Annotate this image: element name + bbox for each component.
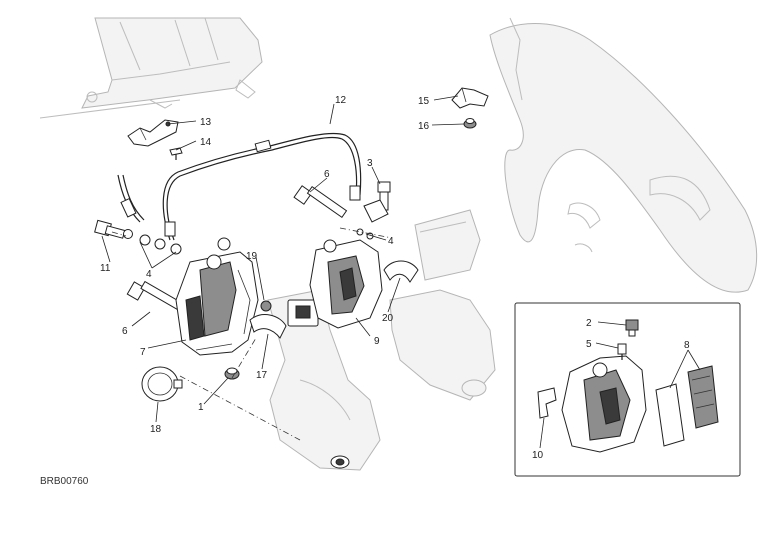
brake-hose-12 <box>117 132 362 241</box>
callout-14: 14 <box>200 137 212 148</box>
callout-9: 9 <box>374 336 380 347</box>
callout-17: 17 <box>256 370 268 381</box>
callout-4-left: 4 <box>146 269 152 280</box>
callout-7: 7 <box>140 347 146 358</box>
front-mudguard <box>489 17 758 293</box>
caliper-bolt-6-left <box>126 280 184 312</box>
callout-12: 12 <box>335 95 347 106</box>
assembly-axis-lines <box>111 227 393 441</box>
screw-14 <box>169 147 183 160</box>
callout-16: 16 <box>418 121 430 132</box>
callout-8: 8 <box>684 340 690 351</box>
frame-steering-head <box>39 17 263 119</box>
banjo-bolt-3 <box>363 181 391 223</box>
callout-3: 3 <box>367 158 373 169</box>
callout-6-right: 6 <box>324 169 330 180</box>
detail-inset <box>514 302 741 477</box>
spacer-19 <box>260 300 272 312</box>
hose-guide-20 <box>383 260 419 283</box>
callout-6-left: 6 <box>122 326 128 337</box>
hose-clip-15 <box>451 87 489 109</box>
callout-15: 15 <box>418 96 430 107</box>
leader-lines <box>101 95 701 449</box>
callout-5: 5 <box>586 339 592 350</box>
cover-cap-18 <box>141 366 183 402</box>
callout-10: 10 <box>532 450 544 461</box>
callout-11: 11 <box>100 263 111 274</box>
hose-guide-17 <box>249 314 287 339</box>
right-fork-tube <box>389 209 496 401</box>
caliper-bolt-6-right <box>293 185 348 219</box>
grommet-16 <box>463 118 477 129</box>
banjo-bolt-11 <box>94 219 126 239</box>
callout-19: 19 <box>246 251 258 262</box>
plug-1 <box>224 367 240 380</box>
brake-caliper-7 <box>175 237 259 356</box>
brake-caliper-9 <box>309 239 383 329</box>
callout-20: 20 <box>382 313 394 324</box>
callout-13: 13 <box>200 117 212 128</box>
callout-1: 1 <box>198 402 204 413</box>
callout-2: 2 <box>586 318 592 329</box>
callout-18: 18 <box>150 424 162 435</box>
callout-labels: 12 13 14 15 16 3 6 4 11 4 6 7 19 17 9 20… <box>100 95 690 461</box>
drawing-code: BRB00760 <box>40 476 89 487</box>
callout-4-right: 4 <box>388 236 394 247</box>
